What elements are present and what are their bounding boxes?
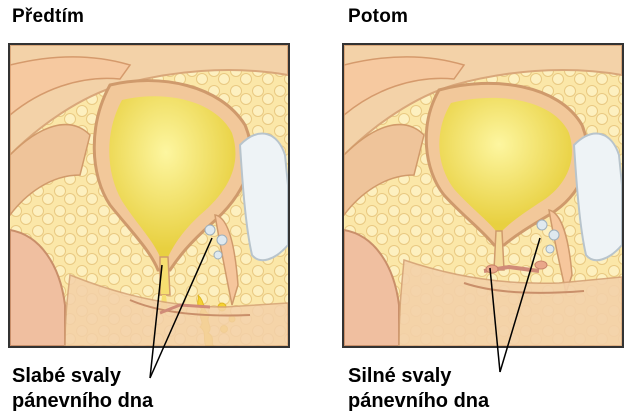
before-illustration <box>8 43 290 348</box>
after-caption-line2: pánevního dna <box>348 389 489 414</box>
before-caption-line2: pánevního dna <box>12 389 153 414</box>
before-title: Předtím <box>12 6 84 28</box>
before-caption: Slabé svaly pánevního dna <box>12 364 153 414</box>
after-illustration <box>342 43 624 348</box>
after-caption: Silné svaly pánevního dna <box>348 364 489 414</box>
after-caption-line1: Silné svaly <box>348 364 489 389</box>
after-title: Potom <box>348 6 408 28</box>
urethra <box>160 257 170 295</box>
before-caption-line1: Slabé svaly <box>12 364 153 389</box>
urethra <box>494 231 504 270</box>
